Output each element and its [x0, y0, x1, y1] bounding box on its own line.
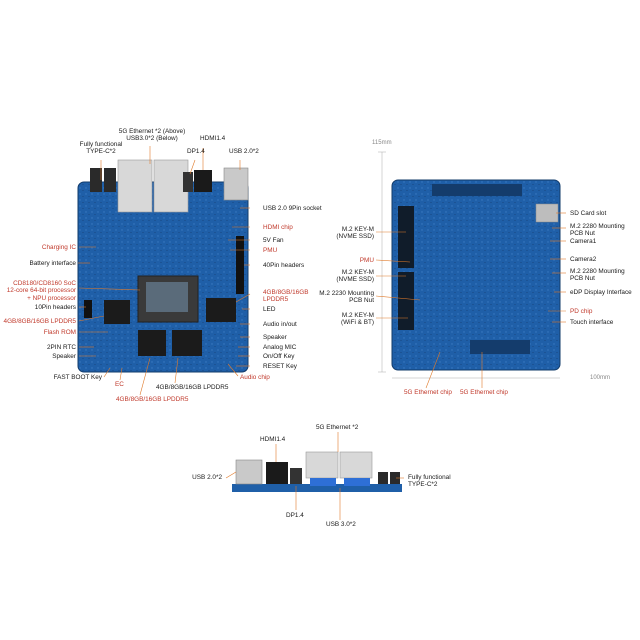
back-leaders	[375, 212, 566, 389]
front-lpddr-chip	[206, 298, 236, 322]
front-lpddr-chip	[172, 330, 202, 356]
label-lpddr-left: 4GB/8GB/16GB LPDDR5	[3, 318, 76, 325]
label-m2-2280-b: M.2 2280 Mounting PCB Nut	[570, 268, 625, 283]
label-edp: eDP Display Interface	[570, 289, 632, 296]
label-side-typec: Fully functional TYPE-C*2	[408, 474, 451, 489]
label-usb-socket: USB 2.0 9Pin socket	[263, 205, 322, 212]
label-onoff: On/Off Key	[263, 353, 295, 360]
front-usb2-port	[223, 167, 249, 201]
label-audio-chip: Audio chip	[240, 374, 270, 381]
label-m2-2280-a: M.2 2280 Mounting PCB Nut	[570, 223, 625, 238]
label-eth-chip-2: 5G Ethernet chip	[460, 389, 508, 396]
side-leaders	[225, 432, 404, 520]
side-ethernet-jack	[339, 451, 373, 479]
front-ethernet-jack	[153, 159, 189, 213]
label-pmu-front: PMU	[263, 247, 278, 254]
front-dp-port	[183, 172, 193, 192]
label-side-dp: DP1.4	[286, 512, 304, 519]
label-speaker-right: Speaker	[263, 334, 287, 341]
back-m2-slot	[398, 206, 414, 268]
label-hdmi-chip: HDMI chip	[263, 224, 293, 231]
label-led: LED	[263, 306, 276, 313]
side-typec-port	[378, 472, 388, 484]
front-40pin-header	[236, 236, 244, 294]
label-eth-chip-1: 5G Ethernet chip	[404, 389, 452, 396]
label-typec: Fully functional TYPE-C*2	[79, 141, 123, 156]
side-ethernet-jack	[305, 451, 339, 479]
front-typec-port	[104, 168, 116, 192]
label-m2-nvme-1: M.2 KEY-M (NVME SSD)	[336, 226, 374, 241]
label-10pin: 10Pin headers	[34, 304, 76, 311]
dim-width: 100mm	[590, 375, 611, 381]
label-ec: EC	[115, 381, 124, 388]
label-speaker-left: Speaker	[52, 353, 76, 360]
label-pd-chip: PD chip	[570, 308, 593, 315]
back-sd-slot	[535, 203, 559, 223]
back-board	[391, 179, 561, 371]
front-lpddr-chip	[138, 330, 166, 356]
label-side-hdmi: HDMI1.4	[260, 436, 286, 443]
side-typec-port	[390, 472, 400, 484]
label-40pin: 40Pin headers	[263, 262, 305, 269]
label-lpddr-right: 4GB/8GB/16GB LPDDR5	[263, 289, 309, 304]
label-pmu-back: PMU	[359, 257, 374, 264]
back-m2-slot	[398, 272, 414, 330]
label-dp: DP1.4	[187, 148, 205, 155]
side-board	[232, 451, 402, 492]
label-flash: Flash ROM	[43, 329, 76, 336]
front-leaders	[78, 146, 251, 396]
front-ethernet-jack	[117, 159, 153, 213]
back-dimensions	[378, 151, 560, 379]
label-side-usb2: USB 2.0*2	[192, 474, 222, 481]
front-board	[77, 159, 249, 373]
label-rtc: 2PIN RTC	[46, 344, 76, 351]
label-m2-2230: M.2 2230 Mounting PCB Nut	[319, 290, 374, 305]
label-ethernet-usb3: 5G Ethernet *2 (Above) USB3.0*2 (Below)	[118, 128, 186, 143]
label-lpddr-bottom1: 4GB/8GB/16GB LPDDR5	[156, 384, 229, 391]
label-fastboot: FAST BOOT Key	[53, 374, 102, 381]
label-mic: Analog MIC	[263, 344, 297, 351]
side-usb3-port	[344, 478, 370, 486]
front-typec-port	[90, 168, 102, 192]
label-reset: RESET Key	[263, 363, 297, 370]
label-m2-nvme-2: M.2 KEY-M (NVME SSD)	[336, 269, 374, 284]
label-sd: SD Card slot	[570, 210, 607, 217]
front-hdmi-port	[194, 170, 212, 192]
label-battery: Battery interface	[29, 260, 76, 267]
label-m2-wifi: M.2 KEY-M (WiFi & BT)	[340, 312, 374, 327]
label-lpddr-bottom2: 4GB/8GB/16GB LPDDR5	[116, 396, 189, 403]
label-charging-ic: Charging IC	[41, 244, 76, 251]
label-side-usb3: USB 3.0*2	[326, 521, 356, 528]
label-camera2: Camera2	[570, 256, 597, 263]
label-audio-io: Audio in/out	[263, 321, 297, 328]
side-hdmi-port	[266, 462, 288, 484]
label-side-eth: 5G Ethernet *2	[316, 424, 359, 431]
front-lpddr-chip	[104, 300, 130, 324]
label-touch: Touch interface	[570, 319, 614, 326]
side-usb2-port	[235, 459, 263, 485]
label-hdmi: HDMI1.4	[200, 135, 226, 142]
label-fan: 5V Fan	[263, 237, 284, 244]
label-camera1: Camera1	[570, 238, 597, 245]
front-10pin-header	[84, 300, 92, 318]
side-dp-port	[290, 468, 302, 484]
label-soc: CD8180/CD8160 SoC 12-core 64-bit process…	[6, 280, 76, 302]
label-usb2: USB 2.0*2	[229, 148, 259, 155]
side-usb3-port	[310, 478, 336, 486]
dim-height: 115mm	[372, 140, 392, 146]
